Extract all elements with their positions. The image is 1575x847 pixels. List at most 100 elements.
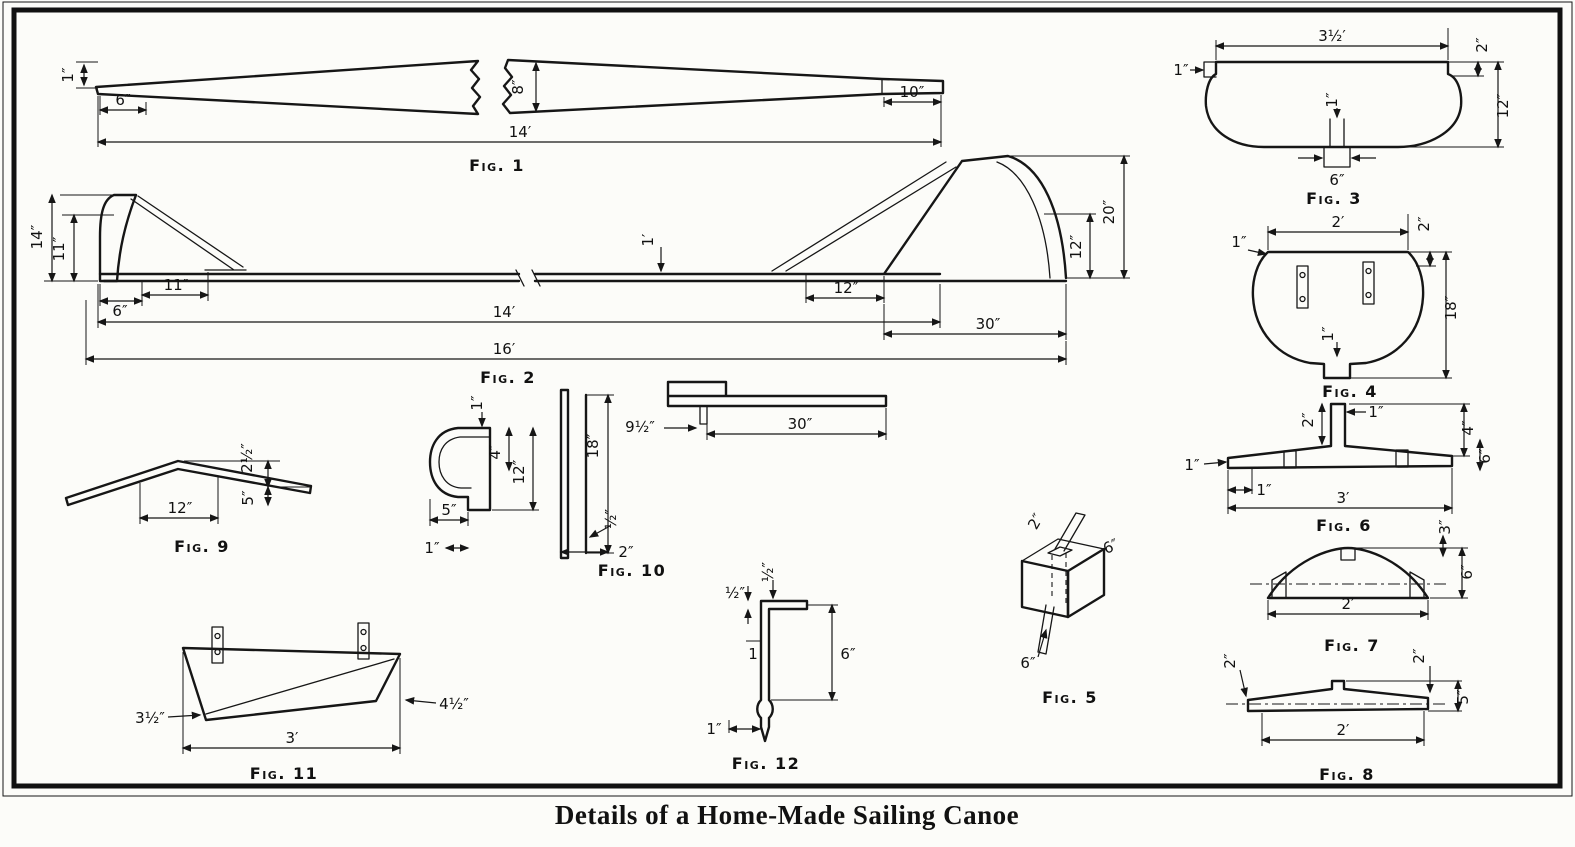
fig10-plank-edge <box>559 388 588 560</box>
fig-2: 14″ 11″ 6″ 11″ 1′ 12″ 12″ 20″ 14′ 30″ 16… <box>28 154 1130 387</box>
dim-label: 1″ <box>59 67 77 83</box>
fig12-label: Fig. 12 <box>732 754 800 773</box>
leader-line <box>404 696 437 705</box>
fig-8: 2″ 2″ 5″ 2′ Fig. 8 <box>1221 648 1472 784</box>
fig4-bolt-hole <box>1365 291 1372 299</box>
fig2-label: Fig. 2 <box>480 368 536 387</box>
dim-label: 12″ <box>1067 234 1085 259</box>
dim-label: 1 <box>748 645 758 663</box>
fig5-label: Fig. 5 <box>1042 688 1098 707</box>
dim-label: 3′ <box>1337 489 1351 507</box>
fig-1: 1″ 6″ 8″ 10″ 14′ Fig. 1 <box>59 58 945 175</box>
dim-label: 1″ <box>1368 403 1384 421</box>
outer-frame <box>2 1 1573 797</box>
fig12-extension-lines <box>728 604 838 733</box>
dim-label: 1″ <box>1323 92 1341 108</box>
fig1-label: Fig. 1 <box>469 156 525 175</box>
fig6-label: Fig. 6 <box>1316 516 1372 535</box>
dim-label: 1″ <box>1319 326 1337 342</box>
fig12-pintle-rod <box>756 599 809 743</box>
fig-7: 3″ 6″ 2′ Fig. 7 <box>1250 519 1476 655</box>
fig6-hatch-block <box>1283 450 1297 469</box>
fig9-spray-shield <box>64 459 313 507</box>
fig8-coaming-section <box>1246 679 1430 713</box>
fig11-extension-lines <box>182 652 401 754</box>
dim-label: 10″ <box>900 83 925 101</box>
leader-line <box>1239 669 1248 698</box>
fig11-bolt-hole <box>214 648 221 656</box>
fig11-rudder-plate <box>181 646 402 722</box>
fig10-extension-lines <box>429 394 887 554</box>
fig9-extension-lines <box>139 460 312 524</box>
dim-label: 12″ <box>168 499 193 517</box>
fig5-mortise <box>1047 546 1073 557</box>
leader-line <box>1037 628 1048 658</box>
dim-label: 2″ <box>1024 510 1047 532</box>
dim-label: ½″ <box>759 562 777 583</box>
dim-label: 6″ <box>1329 171 1345 189</box>
dim-label: 4″ <box>486 444 504 460</box>
fig8-label: Fig. 8 <box>1319 765 1375 784</box>
fig9-label: Fig. 9 <box>174 537 230 556</box>
dim-label: 14′ <box>493 303 516 321</box>
fig7-label: Fig. 7 <box>1324 636 1380 655</box>
fig-5: 2″ 6″ 6″ Fig. 5 <box>1020 510 1121 707</box>
dim-label: 6″ <box>840 645 856 663</box>
fig5-hidden-lines <box>1051 553 1067 603</box>
leader-line <box>167 711 202 720</box>
dim-label: 6″ <box>112 302 128 320</box>
fig-6: 2″ 1″ 4″ 1″ 1″ 3′ 6″ Fig. 6 <box>1184 402 1494 535</box>
fig3-center-tab <box>1323 118 1351 168</box>
dim-label: 4½″ <box>439 695 469 713</box>
page-title: Details of a Home-Made Sailing Canoe <box>555 800 1019 830</box>
dim-label: 5″ <box>441 501 457 519</box>
leader-line <box>588 525 611 538</box>
fig11-bolt-hole <box>360 644 367 652</box>
dim-label: 3½′ <box>1318 27 1346 45</box>
fig4-bolt-hole <box>1365 267 1372 275</box>
fig4-bolt-hole <box>1299 271 1306 279</box>
fig11-cleats <box>211 622 370 664</box>
dim-label: 2′ <box>1337 721 1351 739</box>
dim-label: 3′ <box>286 729 300 747</box>
fig1-plank-right <box>501 58 945 115</box>
fig5-block-right <box>1066 547 1106 619</box>
fig4-cleats <box>1296 261 1375 309</box>
dim-label: 1″ <box>1231 233 1247 251</box>
dim-label: 12″ <box>1494 93 1512 118</box>
dim-label: 6″ <box>1100 535 1122 558</box>
dim-label: 16′ <box>493 340 516 358</box>
fig4-extension-lines <box>1267 214 1452 379</box>
fig2-bow-brace <box>130 195 247 271</box>
dim-label: 5″ <box>1454 689 1472 705</box>
dim-label: 2″ <box>1473 37 1491 53</box>
fig7-arch-section <box>1266 546 1430 600</box>
dim-label: 4″ <box>1459 420 1477 436</box>
dim-label: 1′ <box>639 233 657 247</box>
dim-label: 18″ <box>1442 295 1460 320</box>
dim-label: 14′ <box>509 123 532 141</box>
dim-label: ½″ <box>725 584 746 602</box>
fig3-label: Fig. 3 <box>1306 189 1362 208</box>
dim-label: 8″ <box>509 79 527 95</box>
dim-label: 3″ <box>1436 519 1454 535</box>
dim-label: 6″ <box>1020 654 1036 672</box>
dim-label: 2″ <box>1410 648 1428 664</box>
dim-label: 1″ <box>706 720 722 738</box>
dim-label: 2″ <box>1221 653 1239 669</box>
fig2-stern-inner <box>771 161 1051 279</box>
fig7-hatch-block <box>1271 571 1287 599</box>
fig11-fold-line <box>205 658 395 715</box>
fig11-bolt-hole <box>214 632 221 640</box>
dim-label: 1″ <box>424 539 440 557</box>
fig-9: 2½″ 5″ 12″ Fig. 9 <box>64 443 313 556</box>
dim-label: 2″ <box>618 543 634 561</box>
dim-label: 18″ <box>584 433 602 458</box>
fig-3: 1″ 3½′ 2″ 12″ 1″ 6″ Fig. 3 <box>1173 27 1512 208</box>
fig4-board-plan <box>1251 250 1425 380</box>
fig1-plank-left <box>94 59 482 116</box>
fig11-bolt-hole <box>360 628 367 636</box>
fig10-stem-profile <box>428 426 492 512</box>
fig10-label: Fig. 10 <box>598 561 666 580</box>
dim-label: 11″ <box>164 276 189 294</box>
